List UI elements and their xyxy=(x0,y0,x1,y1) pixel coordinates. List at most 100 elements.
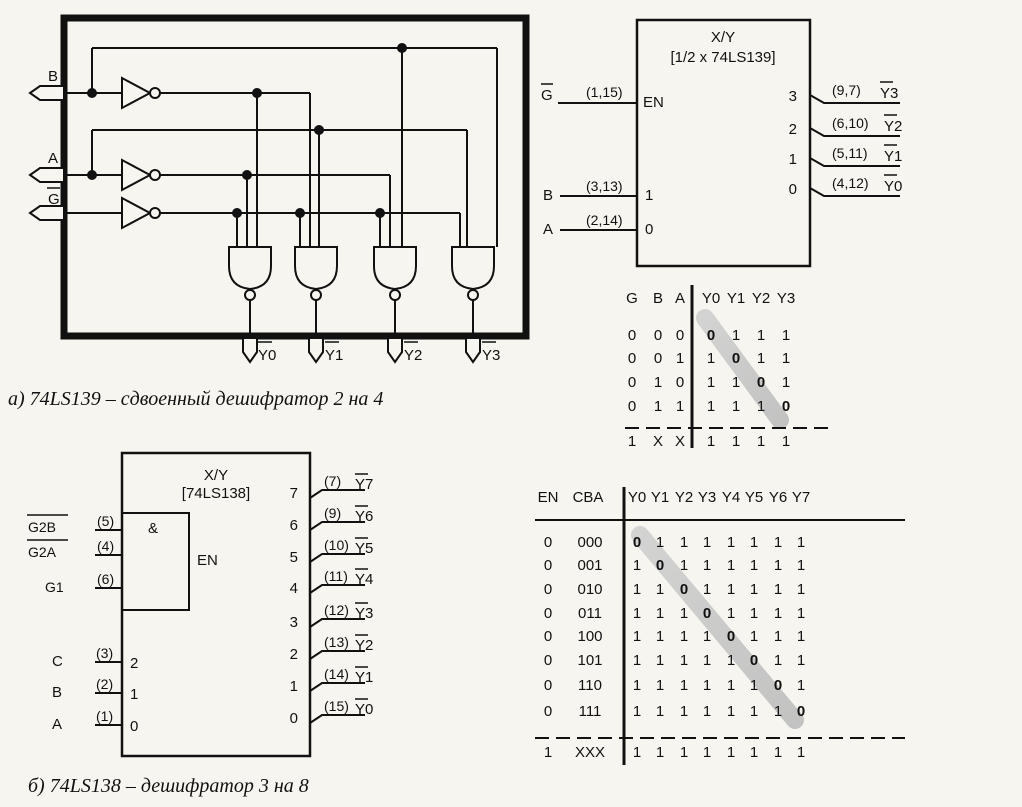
tt138-cell: 1 xyxy=(774,605,782,622)
tt138-cell-cba: 001 xyxy=(577,557,602,574)
tt138-cell: 1 xyxy=(727,605,735,622)
tt138-cell: 1 xyxy=(703,652,711,669)
tt138-cell: 1 xyxy=(680,557,688,574)
sym138-pin-g1: (6) xyxy=(97,571,114,587)
sym138-in-g2b: G2B xyxy=(28,519,56,535)
tt138-cell: 1 xyxy=(680,677,688,694)
sym138-output-name: Y0 xyxy=(355,701,373,718)
sym139-out-num-0: 0 xyxy=(789,181,797,198)
tt138-cell: 1 xyxy=(703,581,711,598)
circuit-output-y0: Y0 xyxy=(258,347,276,364)
tt138-cell: 1 xyxy=(797,581,805,598)
tt138-header-cell: Y6 xyxy=(769,489,787,506)
tt138-cell-cba: 111 xyxy=(579,703,602,720)
tt138-cell: 1 xyxy=(633,605,641,622)
tt138-cell: 1 xyxy=(750,605,758,622)
sym138-pin-a: (1) xyxy=(96,708,113,724)
tt139-cell: 0 xyxy=(628,374,636,391)
tt138-cell: 1 xyxy=(703,557,711,574)
tt138-cell-cba: 110 xyxy=(578,677,602,694)
tt139-cell: 1 xyxy=(707,433,715,450)
sym138-output-num: 7 xyxy=(290,485,298,502)
caption-a: а) 74LS139 – сдвоенный дешифратор 2 на 4 xyxy=(8,388,383,410)
sym138-output-line xyxy=(309,714,365,724)
tt139-cell: 1 xyxy=(732,433,740,450)
tt138-cell: 1 xyxy=(656,605,664,622)
tt138-cell: 0 xyxy=(680,581,688,598)
tt138-cell: 1 xyxy=(750,581,758,598)
sym138-output-pin: (12) xyxy=(324,602,349,618)
tt138-cell: 1 xyxy=(656,628,664,645)
tt138-cell: 1 xyxy=(727,703,735,720)
inverter-b xyxy=(121,76,161,110)
tt138-cell: 0 xyxy=(656,557,664,574)
sym138-output-pin: (15) xyxy=(324,698,349,714)
caption-b: б) 74LS138 – дешифратор 3 на 8 xyxy=(28,775,309,797)
tt138-cell: 1 xyxy=(797,744,805,761)
tt139-cell: 0 xyxy=(628,327,636,344)
tt139-cell: 0 xyxy=(707,327,715,344)
circuit-outputs: Y0 Y1 Y2 Y3 xyxy=(258,341,500,364)
sym139-a-pins: (2,14) xyxy=(586,212,623,228)
tt138-cell: 1 xyxy=(656,581,664,598)
tt138-cell-cba: XXX xyxy=(575,744,605,761)
nand-gate-y2 xyxy=(373,246,417,338)
sym138-output-num: 6 xyxy=(290,517,298,534)
sym138-outputs: 7(7)Y76(9)Y65(10)Y54(11)Y43(12)Y32(13)Y2… xyxy=(290,473,374,727)
sym138-pin-c: (3) xyxy=(96,645,113,661)
circuit-input-a: A xyxy=(48,150,58,167)
sym138-in-g2a: G2A xyxy=(28,544,57,560)
tt139-cell: 0 xyxy=(628,350,636,367)
sym138-output-pin: (14) xyxy=(324,666,349,682)
tt139-cell: 0 xyxy=(757,374,765,391)
sym139-b-signal: B xyxy=(543,187,553,204)
sym138-output-num: 5 xyxy=(290,549,298,566)
tt139-cell: 1 xyxy=(782,433,790,450)
nand-gate-y1 xyxy=(294,246,338,338)
tt138-cell: 0 xyxy=(774,677,782,694)
symbol-139-title: X/Y xyxy=(711,29,735,46)
sym138-output-line xyxy=(309,682,365,692)
sym139-a-label: 0 xyxy=(645,221,653,238)
sym138-output-name: Y6 xyxy=(355,508,373,525)
sym139-en-signal: G xyxy=(541,87,553,104)
inverter-a xyxy=(121,158,161,192)
tt138-cell: 1 xyxy=(680,628,688,645)
symbol-139-subtitle: [1/2 x 74LS139] xyxy=(670,49,775,66)
tt138-cell: 1 xyxy=(656,677,664,694)
tt139-header-cell: B xyxy=(653,290,663,307)
sym139-out-name-3: Y3 xyxy=(880,85,898,102)
sym138-output-name: Y4 xyxy=(355,571,373,588)
tt138-cell: 1 xyxy=(703,534,711,551)
tt138-cell: 1 xyxy=(797,605,805,622)
input-arrow-a xyxy=(28,167,65,183)
sym138-in-b: B xyxy=(52,684,62,701)
tt139-header-cell: Y1 xyxy=(727,290,745,307)
symbol-138: X/Y [74LS138] & EN G2B (5) G2A (4) G1 (6… xyxy=(27,451,374,758)
circuit-output-y2: Y2 xyxy=(404,347,422,364)
sym138-output-num: 3 xyxy=(290,614,298,631)
tt138-cell-en: 0 xyxy=(544,628,552,645)
tt139-cell: 1 xyxy=(707,374,715,391)
tt138-cell: 1 xyxy=(774,557,782,574)
tt138-cell: 0 xyxy=(797,703,805,720)
tt138-cell-en: 0 xyxy=(544,703,552,720)
tt138-cell: 1 xyxy=(774,744,782,761)
sym138-output-num: 0 xyxy=(290,710,298,727)
sym138-output-line xyxy=(309,618,365,628)
tt139-cell: 1 xyxy=(654,398,662,415)
tt138-header-cba: CBA xyxy=(573,489,604,506)
tt138-cell-cba: 010 xyxy=(577,581,602,598)
tt138-cell-cba: 000 xyxy=(577,534,602,551)
sym138-output-name: Y3 xyxy=(355,605,373,622)
sym139-b-pins: (3,13) xyxy=(586,178,623,194)
sym138-output-pin: (10) xyxy=(324,537,349,553)
tt138-cell-cba: 011 xyxy=(578,605,602,622)
tt139-cell: 1 xyxy=(732,398,740,415)
sym139-a-signal: A xyxy=(543,221,553,238)
tt138-cell: 1 xyxy=(727,534,735,551)
